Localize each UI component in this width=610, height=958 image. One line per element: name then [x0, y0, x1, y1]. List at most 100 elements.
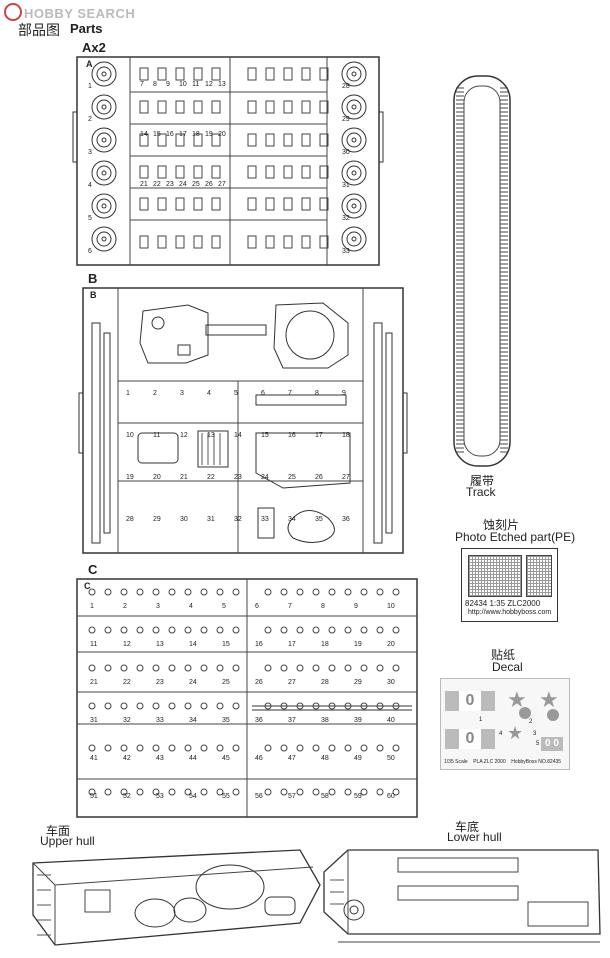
sprue-part [88, 788, 96, 796]
sprue-part [136, 664, 144, 672]
sprue-part [301, 197, 311, 211]
sprue-part [319, 197, 329, 211]
decal-sheet: 0 0 ★ ★ ★ 0 0 1 2 3 4 5 1/35 Scale PLA Z… [440, 678, 570, 770]
part-number: 6 [261, 390, 265, 397]
part-number: 47 [288, 755, 296, 762]
sprue-part [211, 165, 221, 179]
part-number: 2 [153, 390, 157, 397]
sprue-part [193, 67, 203, 81]
part-number: 15 [222, 641, 230, 648]
sprue-part [157, 165, 167, 179]
sprue-part [120, 664, 128, 672]
part-number: 12 [205, 81, 213, 88]
part-number: 9 [354, 603, 358, 610]
part-number: 23 [166, 181, 174, 188]
sprue-part [136, 744, 144, 752]
sprue-part [301, 100, 311, 114]
sprue-part [139, 235, 149, 249]
part-number: 16 [166, 131, 174, 138]
sprue-part [296, 702, 304, 710]
sprue-part [344, 664, 352, 672]
sprue-b-label: B [88, 271, 98, 286]
sprue-part [376, 664, 384, 672]
part-number: 21 [180, 474, 188, 481]
sprue-part [120, 788, 128, 796]
sprue-part [296, 664, 304, 672]
part-number: 27 [288, 679, 296, 686]
part-number: 1 [126, 390, 130, 397]
pe-url: http://www.hobbyboss.com [468, 609, 552, 616]
sprue-part [265, 133, 275, 147]
sprue-a-letter: A [86, 59, 93, 69]
part-number: 3 [180, 390, 184, 397]
sprue-part [200, 588, 208, 596]
upper-hull-label-cn: 车面 [46, 824, 71, 838]
track-diagram [453, 75, 511, 467]
sprue-part [247, 165, 257, 179]
sprue-part [216, 702, 224, 710]
part-number: 28 [321, 679, 329, 686]
part-number: 34 [288, 516, 296, 523]
sprue-part [216, 744, 224, 752]
part-number: 35 [315, 516, 323, 523]
part-number: 6 [255, 603, 259, 610]
part-number: 33 [261, 516, 269, 523]
part-number: 17 [315, 432, 323, 439]
part-number: 24 [261, 474, 269, 481]
road-wheel-icon [91, 94, 117, 120]
sprue-part [319, 165, 329, 179]
sprue-part [319, 67, 329, 81]
sprue-part [193, 165, 203, 179]
part-number: 36 [342, 516, 350, 523]
part-number: 5 [88, 215, 92, 222]
watermark-text: HOBBY SEARCH [24, 6, 136, 21]
sprue-part [175, 165, 185, 179]
lower-hull-diagram [323, 849, 601, 943]
sprue-part [296, 744, 304, 752]
sprue-part [139, 100, 149, 114]
sprue-part [216, 626, 224, 634]
sprue-part [360, 588, 368, 596]
part-number: 29 [153, 516, 161, 523]
pe-grille-small [526, 555, 552, 597]
sprue-part [175, 235, 185, 249]
sprue-part [152, 664, 160, 672]
sprue-part [312, 664, 320, 672]
road-wheel-icon [341, 61, 367, 87]
sprue-part [157, 100, 167, 114]
sprue-part [392, 788, 400, 796]
part-number: 57 [288, 793, 296, 800]
part-number: 30 [180, 516, 188, 523]
part-number: 25 [222, 679, 230, 686]
sprue-part [312, 588, 320, 596]
sprue-part [392, 702, 400, 710]
sprue-part [283, 235, 293, 249]
part-number: 23 [156, 679, 164, 686]
sprue-part [232, 588, 240, 596]
road-wheel-icon [341, 160, 367, 186]
sprue-part [232, 702, 240, 710]
sprue-part [184, 664, 192, 672]
sprue-part [376, 744, 384, 752]
upper-hull-label-en: Upper hull [40, 834, 95, 848]
part-number: 16 [255, 641, 263, 648]
part-number: 49 [354, 755, 362, 762]
part-number: 31 [90, 717, 98, 724]
part-number: 43 [156, 755, 164, 762]
part-number: 32 [342, 215, 350, 222]
part-number: 4 [189, 603, 193, 610]
sprue-part [88, 702, 96, 710]
part-number: 32 [123, 717, 131, 724]
sprue-part [193, 197, 203, 211]
part-number: 11 [90, 641, 97, 648]
sprue-part [280, 588, 288, 596]
sprue-part [296, 588, 304, 596]
sprue-part [360, 702, 368, 710]
decal-star-icon: ★ [507, 723, 524, 743]
part-number: 17 [288, 641, 296, 648]
sprue-part [232, 788, 240, 796]
road-wheel-icon [91, 61, 117, 87]
sprue-part [264, 588, 272, 596]
sprue-part [136, 702, 144, 710]
